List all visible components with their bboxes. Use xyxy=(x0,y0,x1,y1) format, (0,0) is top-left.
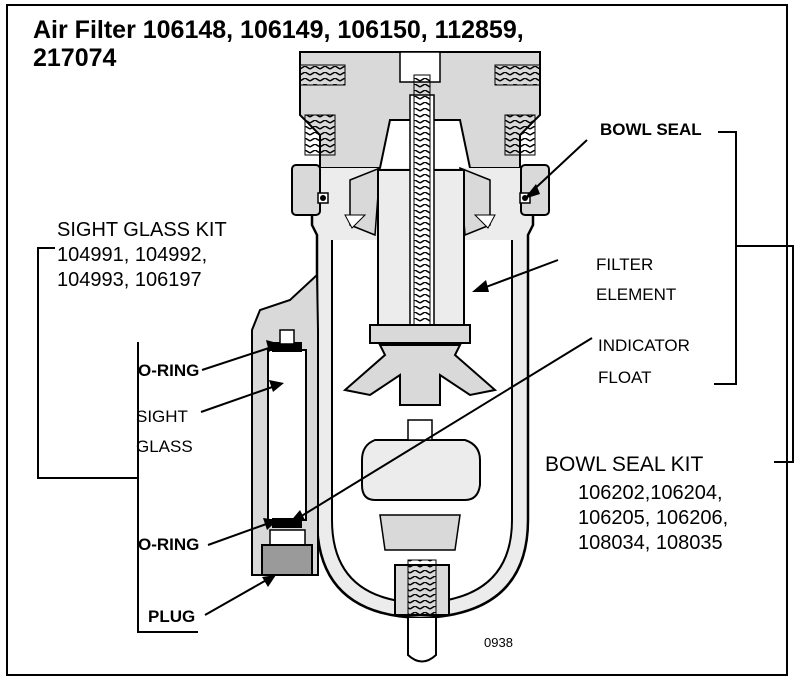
sight-glass-line-2: GLASS xyxy=(136,437,193,456)
label-o-ring-bottom: O-RING xyxy=(138,535,200,554)
sight-glass-kit-line-2: 104991, 104992, xyxy=(57,244,208,266)
diagram-frame xyxy=(6,4,788,676)
bowl-seal-kit-line-2: 106202,106204, xyxy=(578,482,723,504)
title-line-1: Air Filter 106148, 106149, 106150, 11285… xyxy=(33,16,524,44)
sight-glass-kit-line-1: SIGHT GLASS KIT xyxy=(57,219,227,241)
indicator-float xyxy=(361,439,481,501)
label-filter-element: FILTER ELEMENT xyxy=(596,250,676,310)
bowl-seal-kit-line-3: 106205, 106206, xyxy=(578,507,729,529)
title-line-2: 217074 xyxy=(33,44,117,72)
sight-glass-tube xyxy=(267,349,307,521)
drain-valve xyxy=(407,618,437,663)
label-sight-glass: SIGHT GLASS xyxy=(136,402,193,462)
filter-element-line-1: FILTER xyxy=(596,255,654,274)
diagram-title: Air Filter 106148, 106149, 106150, 11285… xyxy=(33,16,524,72)
baffle xyxy=(342,344,498,406)
indicator-float-line-2: FLOAT xyxy=(598,368,652,387)
label-bowl-seal-kit-numbers: 106202,106204, 106205, 106206, 108034, 1… xyxy=(578,481,728,556)
figure-number: 0938 xyxy=(484,635,513,650)
label-bowl-seal: BOWL SEAL xyxy=(600,120,702,139)
filter-element-line-2: ELEMENT xyxy=(596,285,677,304)
label-bowl-seal-kit-heading: BOWL SEAL KIT xyxy=(545,453,704,476)
sight-glass-kit-line-3: 104993, 106197 xyxy=(57,269,202,291)
bowl-seal-kit-line-4: 108034, 108035 xyxy=(578,532,723,554)
indicator-float-line-1: INDICATOR xyxy=(598,336,690,355)
label-plug: PLUG xyxy=(148,607,196,626)
label-sight-glass-kit: SIGHT GLASS KIT 104991, 104992, 104993, … xyxy=(57,218,227,293)
label-o-ring-top: O-RING xyxy=(138,361,200,380)
label-indicator-float: INDICATOR FLOAT xyxy=(598,330,690,394)
plug xyxy=(261,544,313,576)
sight-glass-line-1: SIGHT xyxy=(136,407,188,426)
